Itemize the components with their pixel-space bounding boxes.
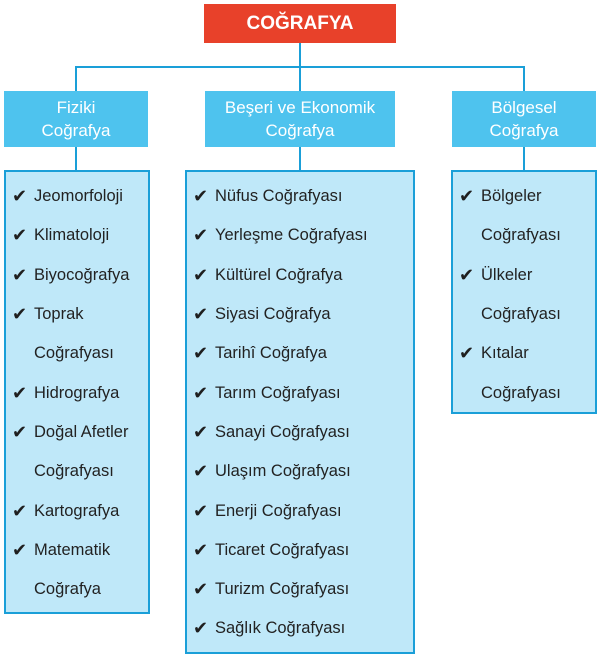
item-label: Doğal Afetler — [34, 422, 129, 441]
list-item: Coğrafya — [12, 570, 148, 609]
item-label: Ticaret Coğrafyası — [215, 540, 350, 559]
check-icon: ✔ — [193, 304, 209, 325]
check-icon: ✔ — [459, 264, 475, 285]
list-item: Coğrafyası — [12, 334, 148, 373]
check-icon: ✔ — [193, 186, 209, 207]
list-bolgesel: ✔ Bölgeler Coğrafyası ✔ Ülkeler Coğrafyası… — [451, 170, 597, 414]
item-label: Matematik — [34, 540, 111, 559]
list-item: ✔ Kültürel Coğrafya — [193, 256, 413, 295]
list-item: ✔ Klimatoloji — [12, 216, 148, 255]
connector-center-list — [299, 147, 301, 170]
check-icon: ✔ — [193, 343, 209, 364]
item-label: Sağlık Coğrafyası — [215, 619, 346, 638]
list-item: ✔ Sanayi Coğrafyası — [193, 413, 413, 452]
list-beseri: ✔ Nüfus Coğrafyası ✔ Yerleşme Coğrafyası ✔… — [185, 170, 415, 654]
check-icon: ✔ — [193, 264, 209, 285]
category-bolgesel: Bölgesel Coğrafya — [452, 91, 596, 147]
list-fiziki: ✔ Jeomorfoloji ✔ Klimatoloji ✔ Biyocoğrafya… — [4, 170, 150, 614]
list-item: Coğrafyası — [459, 216, 595, 255]
connector-center-down — [299, 66, 301, 91]
check-icon: ✔ — [12, 382, 28, 403]
list-item: ✔ Doğal Afetler — [12, 413, 148, 452]
check-icon: ✔ — [193, 461, 209, 482]
check-icon: ✔ — [12, 225, 28, 246]
item-label: Coğrafyası — [481, 383, 561, 402]
list-item: ✔ Kartografya — [12, 491, 148, 530]
root-node: COĞRAFYA — [204, 4, 396, 43]
item-label: Sanayi Coğrafyası — [215, 422, 350, 441]
item-label: Coğrafyası — [34, 462, 114, 481]
connector-right-list — [523, 147, 525, 170]
item-label: Coğrafya — [34, 580, 101, 599]
list-item: Coğrafyası — [459, 373, 595, 412]
list-item: ✔ Turizm Coğrafyası — [193, 570, 413, 609]
item-label: Klimatoloji — [34, 226, 110, 245]
list-item: ✔ Matematik — [12, 531, 148, 570]
check-icon: ✔ — [12, 186, 28, 207]
item-label: Jeomorfoloji — [34, 187, 123, 206]
item-label: Ülkeler — [481, 265, 533, 284]
item-label: Siyasi Coğrafya — [215, 305, 331, 324]
list-item: ✔ Ulaşım Coğrafyası — [193, 452, 413, 491]
category-title: Beşeri ve Ekonomik Coğrafya — [224, 98, 376, 140]
list-item: ✔ Ülkeler — [459, 256, 595, 295]
list-item: ✔ Ticaret Coğrafyası — [193, 531, 413, 570]
item-label: Turizm Coğrafyası — [215, 580, 350, 599]
check-icon: ✔ — [12, 264, 28, 285]
item-label: Enerji Coğrafyası — [215, 501, 342, 520]
root-label: COĞRAFYA — [246, 12, 354, 34]
check-icon: ✔ — [193, 421, 209, 442]
item-label: Yerleşme Coğrafyası — [215, 226, 368, 245]
check-icon: ✔ — [193, 382, 209, 403]
connector-left-down — [75, 66, 77, 91]
list-item: ✔ Biyocoğrafya — [12, 256, 148, 295]
list-item: ✔ Enerji Coğrafyası — [193, 491, 413, 530]
list-item: ✔ Tarım Coğrafyası — [193, 373, 413, 412]
connector-right-down — [523, 66, 525, 91]
item-label: Nüfus Coğrafyası — [215, 187, 343, 206]
item-label: Tarihî Coğrafya — [215, 344, 327, 363]
list-item: Coğrafyası — [12, 452, 148, 491]
check-icon: ✔ — [459, 343, 475, 364]
item-label: Ulaşım Coğrafyası — [215, 462, 351, 481]
list-item: ✔ Hidrografya — [12, 373, 148, 412]
check-icon: ✔ — [12, 539, 28, 560]
item-label: Hidrografya — [34, 383, 120, 402]
category-fiziki: Fiziki Coğrafya — [4, 91, 148, 147]
check-icon: ✔ — [12, 500, 28, 521]
list-item: ✔ Bölgeler — [459, 177, 595, 216]
list-item: ✔ Tarihî Coğrafya — [193, 334, 413, 373]
item-label: Kültürel Coğrafya — [215, 265, 343, 284]
list-item: ✔ Jeomorfoloji — [12, 177, 148, 216]
category-title: Bölgesel Coğrafya — [489, 98, 559, 140]
check-icon: ✔ — [193, 618, 209, 639]
check-icon: ✔ — [12, 304, 28, 325]
list-item: ✔ Kıtalar — [459, 334, 595, 373]
connector-root-down — [299, 43, 301, 67]
list-item: ✔ Yerleşme Coğrafyası — [193, 216, 413, 255]
check-icon: ✔ — [193, 225, 209, 246]
item-label: Coğrafyası — [34, 344, 114, 363]
item-label: Coğrafyası — [481, 226, 561, 245]
item-label: Biyocoğrafya — [34, 265, 130, 284]
check-icon: ✔ — [193, 539, 209, 560]
list-item: ✔ Siyasi Coğrafya — [193, 295, 413, 334]
check-icon: ✔ — [193, 579, 209, 600]
item-label: Tarım Coğrafyası — [215, 383, 341, 402]
item-label: Coğrafyası — [481, 305, 561, 324]
check-icon: ✔ — [12, 421, 28, 442]
item-label: Bölgeler — [481, 187, 542, 206]
item-label: Kartografya — [34, 501, 120, 520]
category-beseri: Beşeri ve Ekonomik Coğrafya — [205, 91, 395, 147]
check-icon: ✔ — [193, 500, 209, 521]
list-item: ✔ Sağlık Coğrafyası — [193, 609, 413, 648]
list-item: Coğrafyası — [459, 295, 595, 334]
item-label: Kıtalar — [481, 344, 529, 363]
connector-left-list — [75, 147, 77, 170]
item-label: Toprak — [34, 305, 84, 324]
list-item: ✔ Nüfus Coğrafyası — [193, 177, 413, 216]
check-icon: ✔ — [459, 186, 475, 207]
category-title: Fiziki Coğrafya — [41, 98, 111, 140]
list-item: ✔ Toprak — [12, 295, 148, 334]
